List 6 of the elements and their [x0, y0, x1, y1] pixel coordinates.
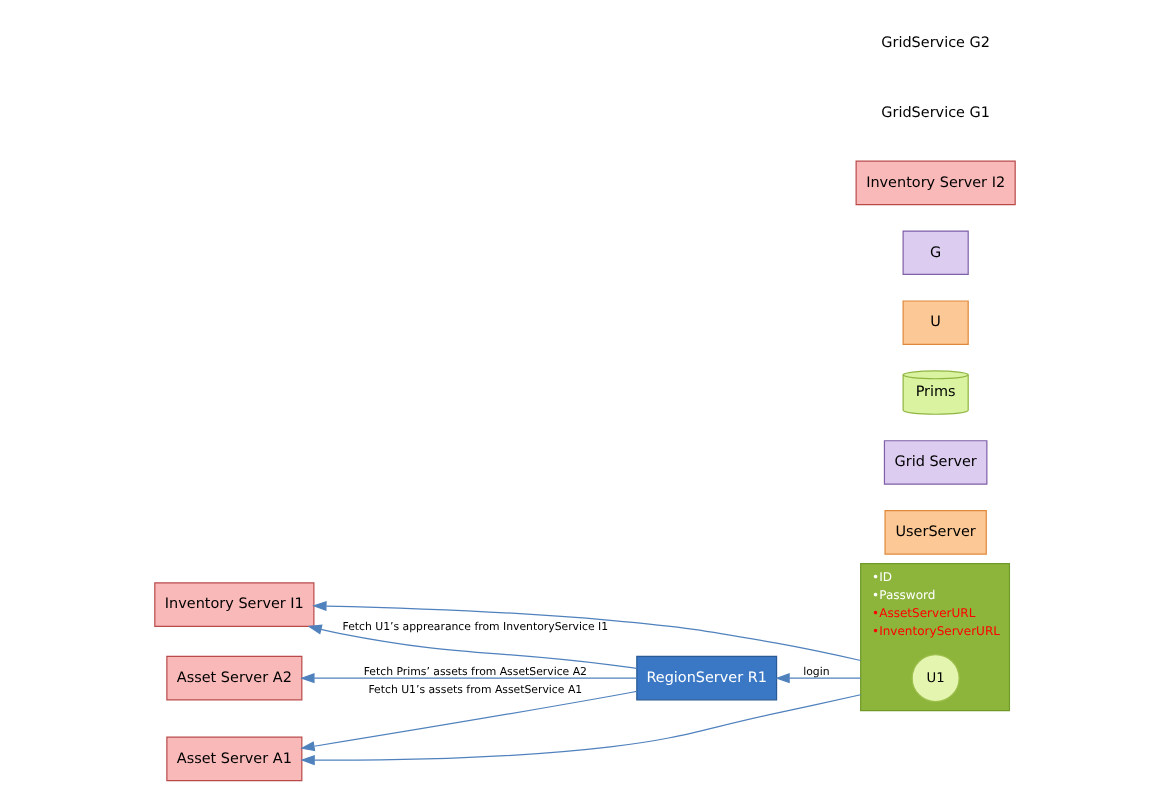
- arrow: [300, 694, 862, 766]
- arrow: [300, 673, 638, 684]
- arrow: [312, 600, 862, 662]
- arrow: [307, 624, 637, 669]
- arrow: [300, 690, 637, 752]
- arrow: [775, 673, 862, 684]
